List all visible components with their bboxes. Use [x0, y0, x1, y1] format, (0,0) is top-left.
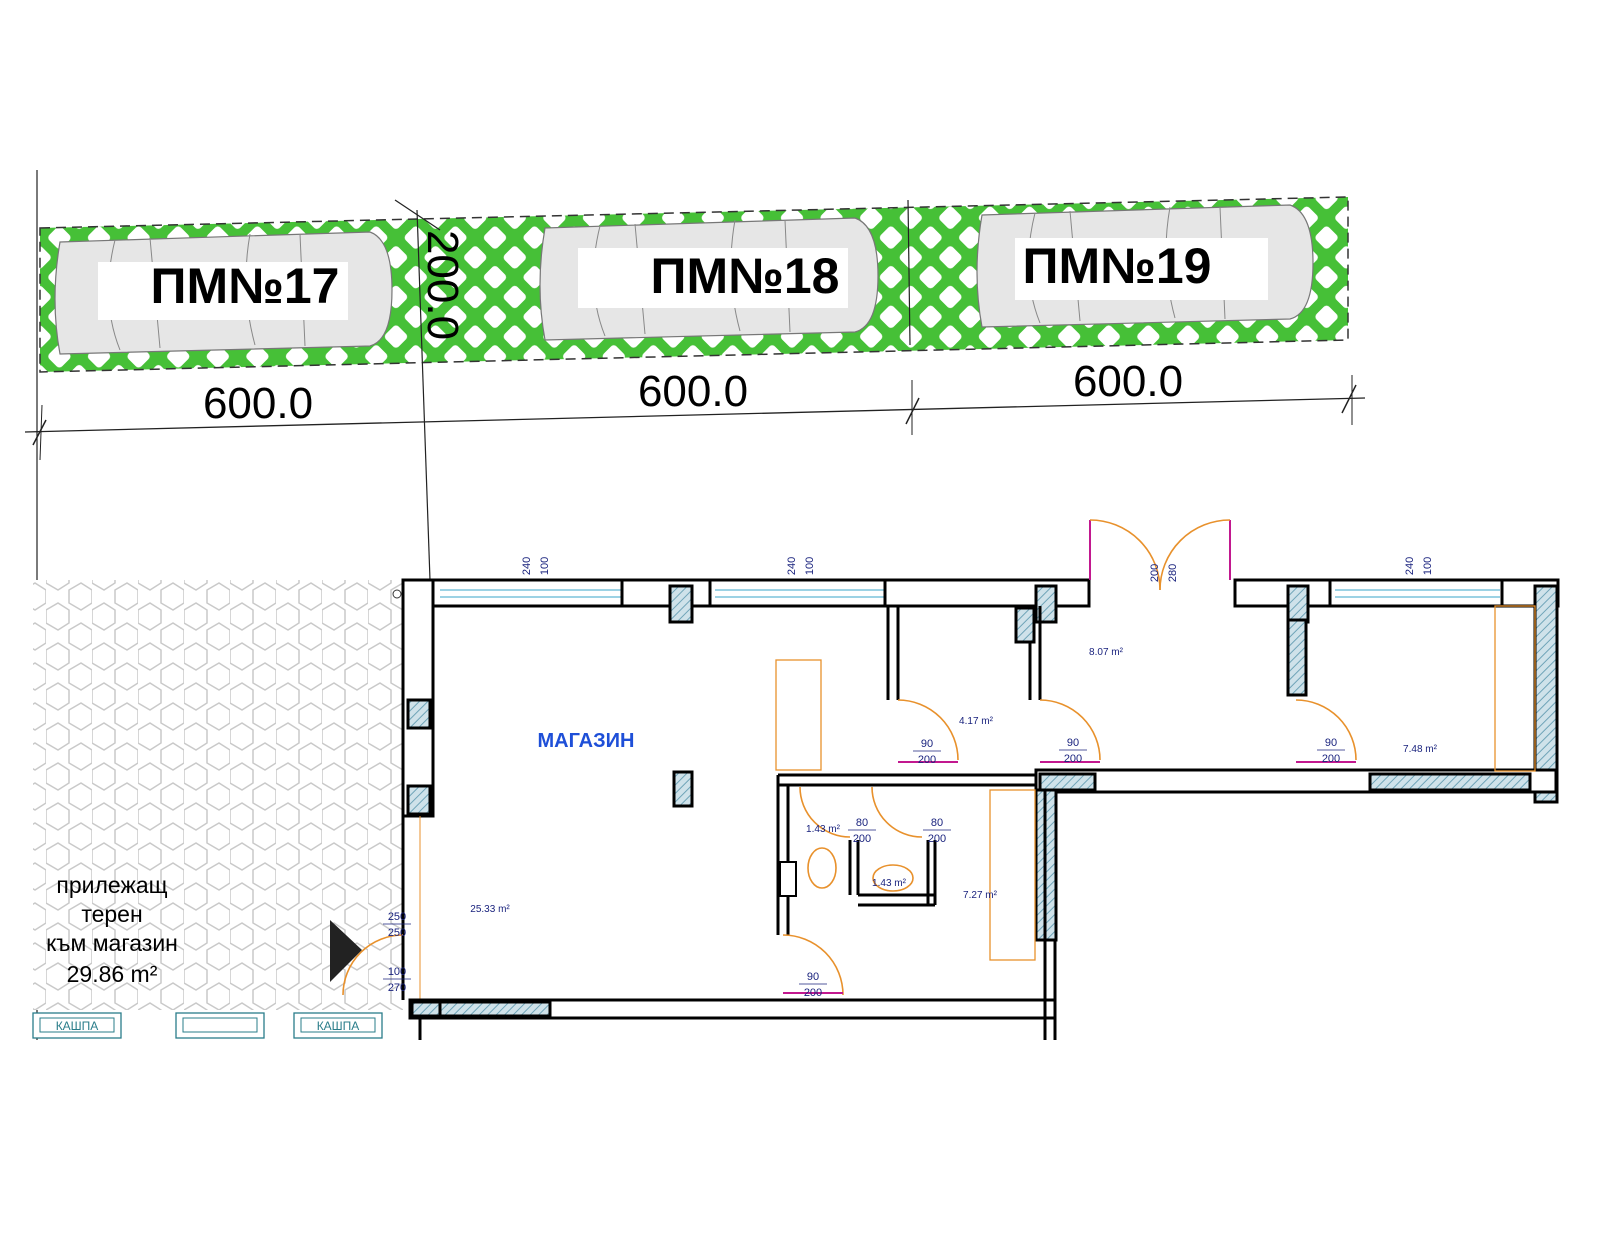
- adjacent-area: 29.86 m²: [67, 961, 158, 987]
- parking-label-17: ПМ№17: [151, 258, 340, 314]
- door-dim-4: 80 200: [848, 817, 876, 845]
- svg-text:250: 250: [388, 927, 406, 939]
- dimension-line: 600.0 600.0 600.0: [24, 357, 1366, 461]
- window-1-width: 240: [521, 557, 533, 575]
- adjacent-terrain: прилежащ терен към магазин 29.86 m² КАШП…: [32, 580, 403, 1039]
- entrance-height: 280: [1167, 564, 1179, 582]
- svg-text:200: 200: [1322, 753, 1340, 765]
- door-dim-5: 80 200: [923, 817, 951, 845]
- side-entrance-dims: 250 250 100 270: [383, 911, 411, 994]
- room-area-storage: 4.17 m²: [959, 716, 994, 727]
- door-dim-2: 90 200: [1059, 737, 1087, 765]
- store-name: МАГАЗИН: [538, 730, 635, 752]
- svg-text:90: 90: [1067, 737, 1079, 749]
- planter-3: КАШПА: [293, 1012, 383, 1039]
- room-area-vestibule: 8.07 m²: [1089, 647, 1124, 658]
- svg-text:250: 250: [388, 911, 406, 923]
- room-area-wc-2: 1.43 m²: [872, 878, 907, 889]
- door-dim-1: 90 200: [913, 738, 941, 766]
- window-2-height: 100: [804, 557, 816, 575]
- door-dim-6: 90 200: [799, 971, 827, 999]
- window-3-height: 100: [1422, 557, 1434, 575]
- width-dim-1: 600.0: [203, 379, 313, 428]
- adjacent-label-line3: към магазин: [46, 930, 178, 956]
- svg-text:90: 90: [921, 738, 933, 750]
- svg-text:200: 200: [1064, 753, 1082, 765]
- toilet-1-icon: [807, 847, 837, 889]
- floor-plan: МАГАЗИН 25.33 m² 4.17 m² 8.07 m² 7.48 m²…: [342, 519, 1560, 1040]
- svg-text:КАШПА: КАШПА: [317, 1019, 360, 1033]
- svg-text:200: 200: [918, 754, 936, 766]
- room-area-right: 7.48 m²: [1403, 744, 1438, 755]
- planter-1: КАШПА: [32, 1012, 122, 1039]
- parking-strip: ПМ№17 ПМ№18 ПМ№19 200.0: [36, 170, 1349, 1040]
- room-area-main: 25.33 m²: [470, 904, 510, 915]
- svg-text:80: 80: [856, 817, 868, 829]
- entrance-width: 200: [1149, 564, 1161, 582]
- svg-text:100: 100: [388, 966, 406, 978]
- parking-label-18: ПМ№18: [651, 248, 840, 304]
- svg-text:90: 90: [807, 971, 819, 983]
- door-dim-3: 90 200: [1317, 737, 1345, 765]
- parking-depth-dim: 200.0: [418, 230, 467, 340]
- svg-text:КАШПА: КАШПА: [56, 1019, 99, 1033]
- window-2-width: 240: [786, 557, 798, 575]
- svg-text:90: 90: [1325, 737, 1337, 749]
- parking-label-19: ПМ№19: [1023, 238, 1212, 294]
- adjacent-label-line2: терен: [81, 901, 142, 927]
- svg-text:200: 200: [804, 987, 822, 999]
- window-3-width: 240: [1404, 557, 1416, 575]
- room-area-wc-1: 1.43 m²: [806, 824, 841, 835]
- entrance-arrow-icon: [330, 920, 362, 982]
- svg-text:200: 200: [928, 833, 946, 845]
- adjacent-label-line1: прилежащ: [56, 872, 167, 898]
- room-area-corridor: 7.27 m²: [963, 890, 998, 901]
- width-dim-3: 600.0: [1073, 357, 1183, 406]
- planter-2: [175, 1012, 265, 1039]
- window-1-height: 100: [539, 557, 551, 575]
- svg-text:270: 270: [388, 982, 406, 994]
- width-dim-2: 600.0: [638, 367, 748, 416]
- entrance-door: [1089, 519, 1231, 591]
- svg-text:200: 200: [853, 833, 871, 845]
- svg-text:80: 80: [931, 817, 943, 829]
- toilet-2-icon: [872, 864, 914, 892]
